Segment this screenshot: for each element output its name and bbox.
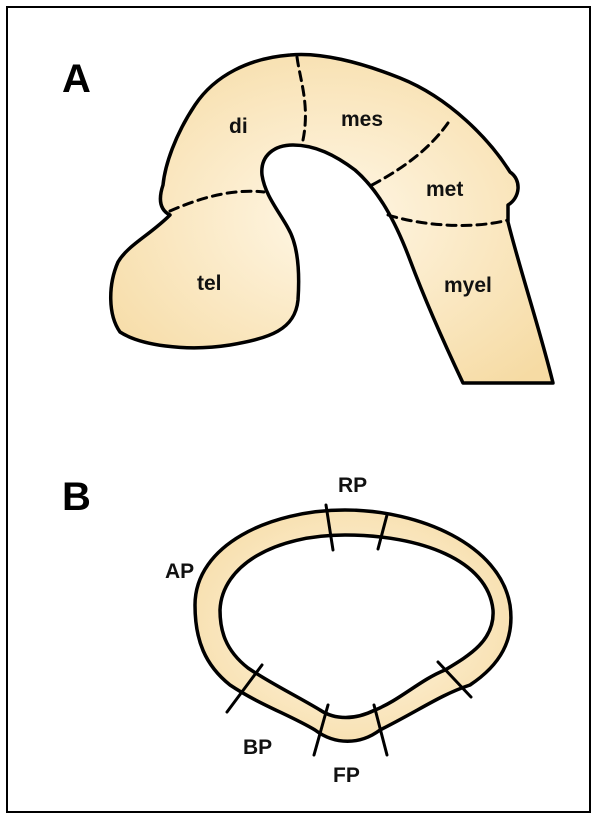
panel-a-letter: A: [62, 57, 91, 101]
region-label-di: di: [229, 115, 248, 138]
region-label-fp: FP: [333, 764, 360, 787]
region-label-ap: AP: [165, 560, 194, 583]
region-label-myel: myel: [444, 274, 492, 297]
region-label-bp: BP: [243, 736, 272, 759]
region-label-mes: mes: [341, 108, 383, 131]
region-label-rp: RP: [338, 474, 367, 497]
region-label-met: met: [426, 178, 463, 201]
region-label-tel: tel: [197, 272, 222, 295]
panel-b-letter: B: [62, 475, 91, 519]
